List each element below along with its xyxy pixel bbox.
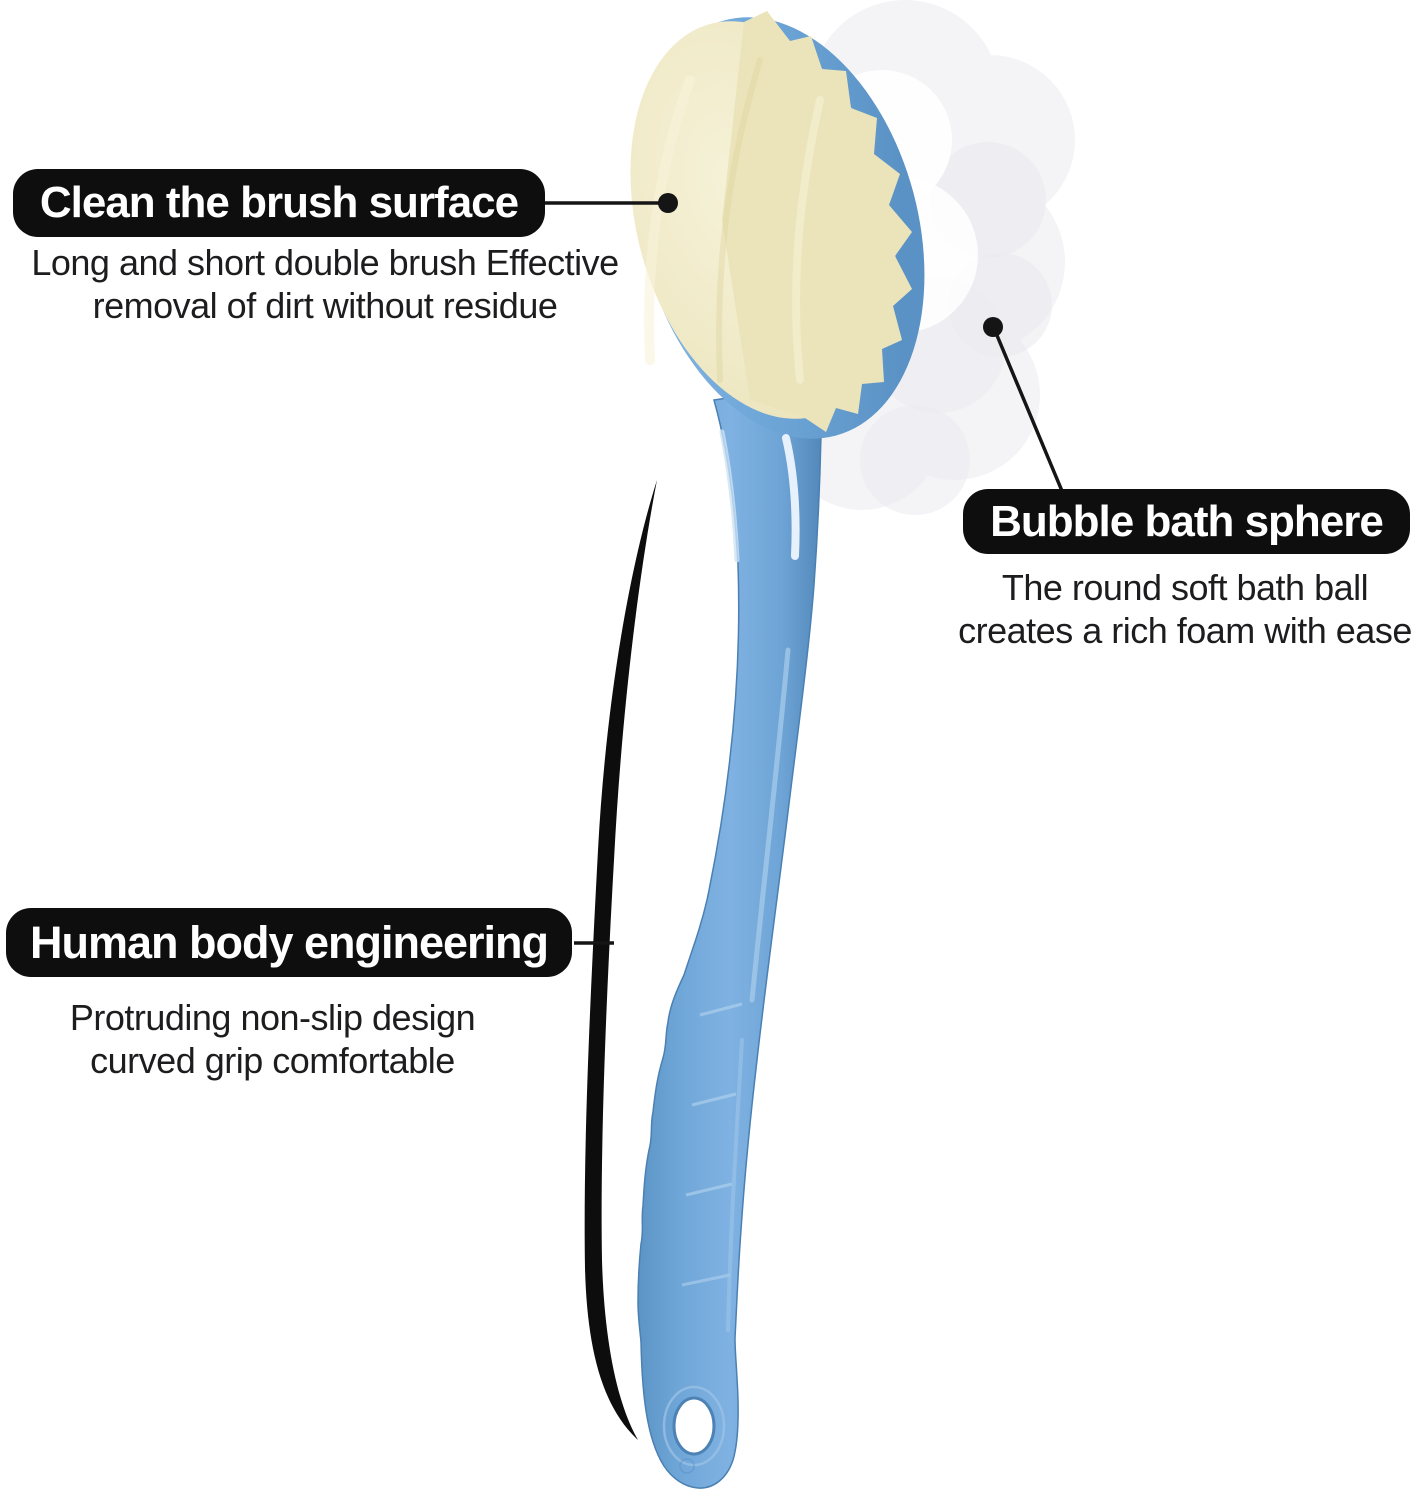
ergonomic-curve-accent bbox=[584, 480, 657, 1440]
callout-title-text: Clean the brush surface bbox=[39, 178, 519, 227]
leader-dot-brush-surface bbox=[658, 193, 678, 213]
description-line: creates a rich foam with ease bbox=[958, 610, 1412, 651]
callout-description-brush-surface: Long and short double brush Effective re… bbox=[0, 241, 650, 327]
callout-title-ergonomic-grip: Human body engineering bbox=[6, 908, 572, 977]
hanging-hole bbox=[662, 1385, 726, 1474]
handle-grip-highlight bbox=[749, 647, 791, 1003]
leader-dot-bubble-sphere bbox=[983, 317, 1003, 337]
loofah-shading bbox=[860, 405, 970, 515]
brush-head bbox=[630, 11, 925, 439]
description-line: Protruding non-slip design bbox=[69, 997, 476, 1038]
hole-opening bbox=[672, 1396, 716, 1456]
callout-title-brush-surface: Clean the brush surface bbox=[13, 169, 545, 237]
bristle-streak bbox=[644, 75, 695, 365]
callout-description-ergonomic-grip: Protruding non-slip design curved grip c… bbox=[0, 996, 545, 1082]
description-line: curved grip comfortable bbox=[90, 1040, 455, 1081]
handle-grip-highlight bbox=[726, 1038, 744, 1332]
description-line: removal of dirt without residue bbox=[92, 285, 558, 326]
handle-facet-line bbox=[681, 1273, 731, 1287]
bristle-streak bbox=[716, 57, 763, 383]
handle-facet-line bbox=[699, 1002, 743, 1017]
bristle-streak bbox=[792, 96, 824, 384]
handle-neck-highlight bbox=[719, 429, 740, 563]
leader-line-bubble-sphere bbox=[994, 332, 1064, 492]
callout-title-bubble-sphere: Bubble bath sphere bbox=[963, 489, 1410, 554]
handle-neck-highlight bbox=[782, 434, 800, 560]
handle-body bbox=[637, 384, 822, 1489]
description-line: Long and short double brush Effective bbox=[31, 242, 619, 283]
bristle-spikes bbox=[722, 11, 912, 432]
callout-title-text: Human body engineering bbox=[29, 916, 549, 968]
callout-title-text: Bubble bath sphere bbox=[990, 496, 1384, 546]
callout-leaders bbox=[545, 193, 1064, 945]
handle-facet-line bbox=[685, 1182, 733, 1197]
description-line: The round soft bath ball bbox=[1001, 567, 1369, 608]
handle-facet-line bbox=[691, 1092, 737, 1107]
callout-description-bubble-sphere: The round soft bath ball creates a rich … bbox=[950, 566, 1413, 652]
blue-handle bbox=[637, 384, 822, 1489]
mold-mark bbox=[679, 1458, 695, 1474]
